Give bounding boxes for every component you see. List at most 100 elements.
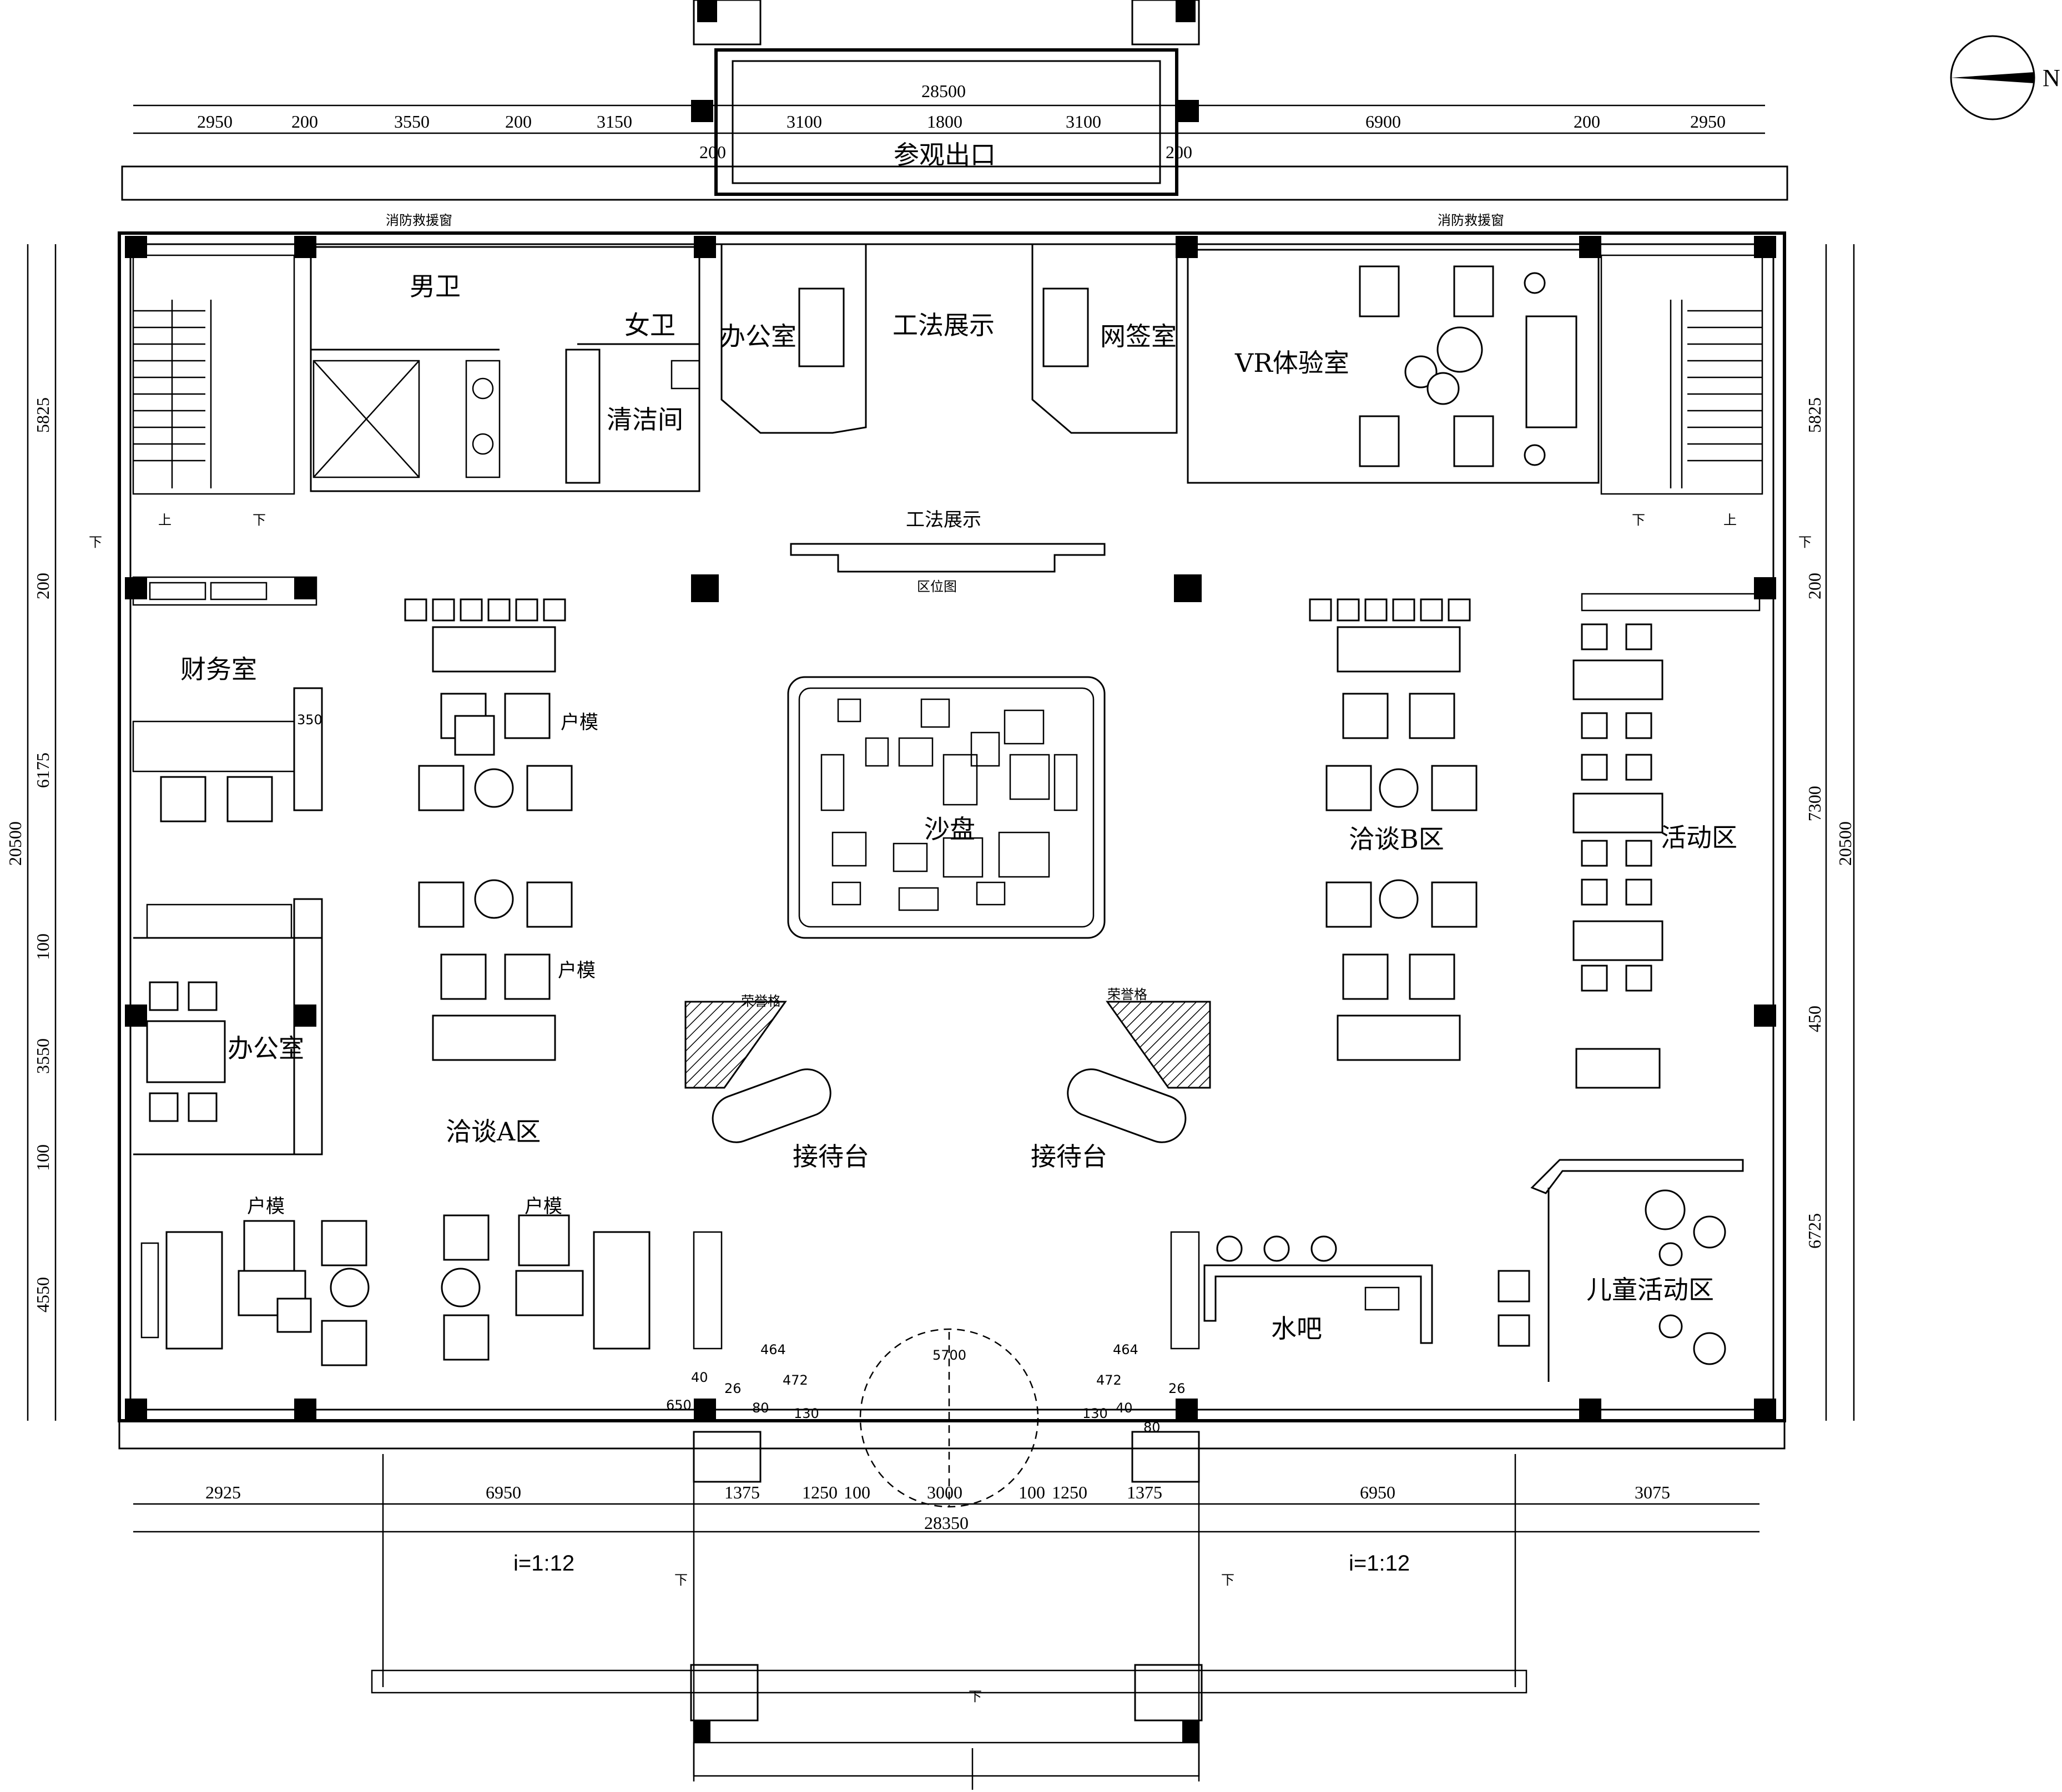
top-rooms xyxy=(132,243,1763,495)
label-negotiation-a: 洽谈A区 xyxy=(446,1117,541,1147)
dim-door-right-3: 472 xyxy=(1096,1372,1122,1388)
label-slope-left: i=1:12 xyxy=(513,1551,574,1576)
negotiation-b-furniture xyxy=(1309,598,1478,1061)
columns xyxy=(125,100,1776,1421)
label-location-map: 区位图 xyxy=(917,579,957,594)
dim-top-4: 200 xyxy=(505,112,532,132)
stair-down-left: 下 xyxy=(253,512,266,528)
dim-door-center: 5700 xyxy=(932,1347,966,1363)
labels: 参观出口 消防救援窗 消防救援窗 男卫 女卫 清洁间 办公室 工法展示 网签室 … xyxy=(5,64,2060,1704)
dim-bottom-9: 1375 xyxy=(1127,1482,1162,1502)
stair-down-right-door: 下 xyxy=(1798,534,1812,550)
label-office-top: 办公室 xyxy=(720,321,796,351)
label-north: N xyxy=(2043,64,2060,92)
label-reception-left: 接待台 xyxy=(793,1142,869,1172)
label-mens-toilet: 男卫 xyxy=(410,271,461,301)
dim-right-total: 20500 xyxy=(1835,821,1855,866)
dim-left-2: 200 xyxy=(33,573,53,599)
label-exit: 参观出口 xyxy=(894,140,996,170)
dim-left-6: 100 xyxy=(33,1144,53,1171)
dim-bottom-5: 100 xyxy=(844,1482,870,1502)
dim-left-1: 5825 xyxy=(33,397,53,433)
left-rooms xyxy=(132,576,723,1366)
dim-bottom-10: 6950 xyxy=(1360,1482,1395,1502)
label-activity: 活动区 xyxy=(1661,822,1737,852)
label-unit-model-1: 户模 xyxy=(561,711,598,734)
dim-top-small-left: 200 xyxy=(699,142,726,162)
label-cleaning: 清洁间 xyxy=(607,405,683,435)
honor-reception xyxy=(684,1001,1211,1143)
dim-door-left-1: 464 xyxy=(760,1342,786,1357)
label-water-bar: 水吧 xyxy=(1271,1314,1322,1344)
dim-door-right-5: 130 xyxy=(1082,1406,1108,1421)
dim-door-right-2: 26 xyxy=(1168,1381,1186,1396)
dim-top-1: 2950 xyxy=(197,112,233,132)
label-method-display-mid: 工法展示 xyxy=(906,509,981,531)
dim-right-4: 450 xyxy=(1804,1006,1824,1032)
label-womens-toilet: 女卫 xyxy=(624,310,675,340)
dim-bottom-total: 28350 xyxy=(924,1513,969,1533)
label-vr-room: VR体验室 xyxy=(1234,348,1349,378)
dim-right-3: 7300 xyxy=(1804,786,1824,821)
dim-top-2: 200 xyxy=(291,112,318,132)
dim-left-4: 100 xyxy=(33,933,53,960)
label-office-left: 办公室 xyxy=(228,1033,304,1063)
dim-left-total: 20500 xyxy=(5,821,25,866)
label-honor-right: 荣誉格 xyxy=(1107,987,1147,1002)
ramp-down-right: 下 xyxy=(1221,1572,1234,1588)
dim-bottom-4: 1250 xyxy=(802,1482,838,1502)
dim-bottom-2: 6950 xyxy=(486,1482,521,1502)
label-finance: 财务室 xyxy=(180,654,257,684)
dim-bottom-11: 3075 xyxy=(1635,1482,1670,1502)
stair-up-right: 上 xyxy=(1723,512,1737,528)
dim-top-7: 1800 xyxy=(927,112,962,132)
dimension-lines xyxy=(27,104,1855,1533)
dim-top-9: 6900 xyxy=(1365,112,1401,132)
label-fire-window-left: 消防救援窗 xyxy=(386,213,452,228)
dim-bottom-8: 1250 xyxy=(1052,1482,1087,1502)
dim-left-3: 6175 xyxy=(33,753,53,788)
dim-door-left-3: 472 xyxy=(783,1372,808,1388)
dim-right-2: 200 xyxy=(1804,573,1824,599)
label-fire-window-right: 消防救援窗 xyxy=(1438,213,1504,228)
label-slope-right: i=1:12 xyxy=(1349,1551,1410,1576)
sand-table xyxy=(787,676,1106,939)
stair-down-right: 下 xyxy=(1632,512,1645,528)
label-honor-left: 荣誉格 xyxy=(741,993,781,1009)
dim-top-total: 28500 xyxy=(921,81,966,101)
north-arrow xyxy=(1950,35,2035,120)
label-unit-model-4: 户模 xyxy=(525,1195,562,1218)
label-unit-model-3: 户模 xyxy=(247,1195,285,1218)
dim-top-11: 2950 xyxy=(1690,112,1726,132)
dim-top-5: 3150 xyxy=(597,112,632,132)
dim-door-right-4: 40 xyxy=(1116,1400,1133,1416)
dim-door-left-2: 26 xyxy=(724,1381,742,1396)
dim-right-1: 5825 xyxy=(1804,397,1824,433)
display-board xyxy=(790,543,1106,573)
stair-down-bottom: 下 xyxy=(969,1689,982,1704)
dim-top-small-right: 200 xyxy=(1166,142,1192,162)
dim-bottom-3: 1375 xyxy=(724,1482,760,1502)
label-unit-model-2: 户模 xyxy=(558,960,596,982)
stair-down-left-door: 下 xyxy=(89,534,102,550)
entry xyxy=(371,1328,1527,1790)
label-signing-room: 网签室 xyxy=(1100,321,1177,351)
dim-door-left-5: 80 xyxy=(752,1400,769,1416)
dim-bottom-6: 3000 xyxy=(927,1482,962,1502)
dim-top-10: 200 xyxy=(1574,112,1600,132)
dim-top-6: 3100 xyxy=(787,112,822,132)
outer-walls xyxy=(118,0,1788,1450)
dim-top-3: 3550 xyxy=(394,112,430,132)
negotiation-a-furniture xyxy=(404,598,573,1061)
label-kids-activity: 儿童活动区 xyxy=(1586,1275,1714,1305)
dim-top-8: 3100 xyxy=(1066,112,1101,132)
dim-left-5: 3550 xyxy=(33,1038,53,1074)
dim-left-7: 4550 xyxy=(33,1277,53,1313)
dim-bottom-7: 100 xyxy=(1019,1482,1045,1502)
dim-door-left-7: 650 xyxy=(666,1397,692,1413)
label-sand-table: 沙盘 xyxy=(924,814,975,844)
stair-up-left: 上 xyxy=(158,512,172,528)
dim-door-right-6: 80 xyxy=(1143,1420,1161,1435)
ramp-down-left: 下 xyxy=(674,1572,688,1588)
